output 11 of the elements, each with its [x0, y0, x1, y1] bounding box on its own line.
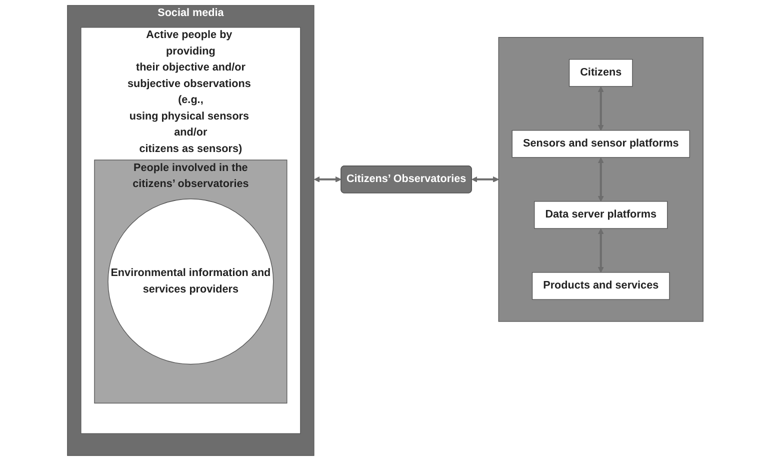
node-box: Citizens: [568, 59, 632, 87]
node-box: Data server platforms: [534, 201, 668, 229]
arrow: [598, 228, 604, 273]
arrow: [598, 157, 604, 202]
node-box: Sensors and sensor platforms: [512, 130, 690, 158]
arrow: [471, 176, 499, 182]
cluster: [498, 37, 704, 322]
node-box: Products and services: [532, 272, 670, 300]
arrow: [598, 86, 604, 131]
arrow: [314, 176, 342, 182]
node-circle: Environmental information and services providers: [107, 198, 274, 365]
